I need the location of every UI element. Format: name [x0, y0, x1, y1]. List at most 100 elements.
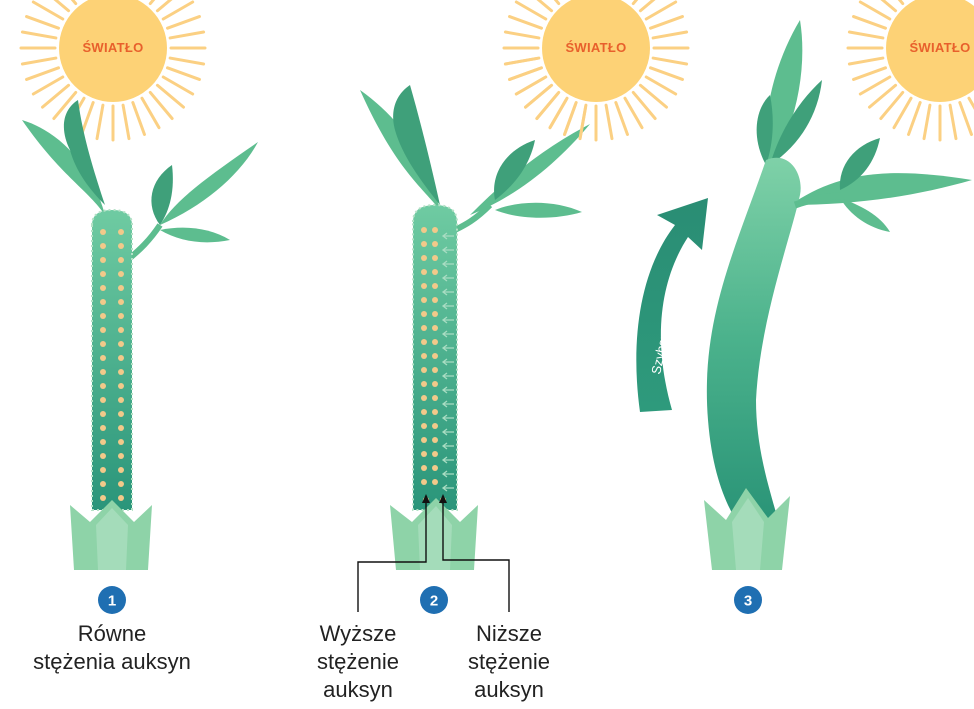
auxin-dot	[432, 241, 438, 247]
auxin-dot	[100, 229, 106, 235]
sun-ray	[163, 2, 192, 19]
auxin-dot	[100, 439, 106, 445]
auxin-dot	[100, 425, 106, 431]
auxin-dot	[118, 313, 124, 319]
sun-label-1: ŚWIATŁO	[82, 40, 143, 55]
sun-ray	[849, 32, 882, 38]
sun-ray	[142, 98, 159, 127]
sun-ray	[537, 94, 558, 119]
sun-ray	[33, 77, 62, 94]
auxin-dot	[118, 411, 124, 417]
svg-text:2: 2	[430, 593, 438, 610]
auxin-dot	[432, 283, 438, 289]
sun-ray	[163, 77, 192, 94]
svg-text:3: 3	[744, 593, 752, 610]
auxin-dot	[432, 437, 438, 443]
auxin-dot	[432, 339, 438, 345]
auxin-dot	[100, 243, 106, 249]
sun-3: ŚWIATŁO	[848, 0, 974, 140]
auxin-dot	[432, 297, 438, 303]
sun-ray	[854, 17, 886, 29]
leaf-1-right-c	[160, 228, 230, 243]
auxin-dot	[432, 269, 438, 275]
sun-ray	[653, 58, 686, 64]
stem-1	[92, 210, 132, 510]
auxin-dot	[100, 411, 106, 417]
auxin-dot	[100, 397, 106, 403]
sun-ray	[651, 68, 683, 80]
badge-2: 2	[420, 586, 448, 614]
leaf-2-right-c	[495, 203, 582, 218]
auxin-dot	[118, 271, 124, 277]
sun-ray	[168, 68, 200, 80]
auxin-dot	[421, 409, 427, 415]
sun-ray	[651, 17, 683, 29]
auxin-dot	[100, 481, 106, 487]
sun-label-3: ŚWIATŁO	[909, 40, 970, 55]
auxin-dot	[421, 339, 427, 345]
auxin-dot	[421, 297, 427, 303]
auxin-dot	[100, 313, 106, 319]
auxin-dot	[118, 243, 124, 249]
caption-2-right-line-1: Niższe	[476, 621, 542, 646]
sun-ray	[894, 98, 911, 127]
sun-ray	[133, 103, 145, 135]
sun-ray	[924, 105, 930, 138]
auxin-dot	[432, 451, 438, 457]
sun-1: ŚWIATŁO	[21, 0, 205, 140]
sun-ray	[909, 103, 921, 135]
sun-ray	[625, 98, 642, 127]
auxin-dot	[100, 271, 106, 277]
sun-label-2: ŚWIATŁO	[565, 40, 626, 55]
auxin-dot	[421, 353, 427, 359]
auxin-dot	[421, 311, 427, 317]
auxin-dot	[118, 439, 124, 445]
stem-3	[707, 158, 801, 520]
auxin-dot	[118, 453, 124, 459]
auxin-dot	[421, 241, 427, 247]
sun-ray	[526, 87, 551, 108]
leaf-2-right-a	[470, 124, 590, 215]
sun-ray	[505, 32, 538, 38]
auxin-dot	[421, 465, 427, 471]
caption-2-left-line-3: auksyn	[323, 677, 393, 702]
sun-ray	[97, 105, 103, 138]
auxin-dot	[421, 381, 427, 387]
sun-ray	[123, 105, 129, 138]
sun-ray	[969, 98, 974, 127]
auxin-dot	[421, 227, 427, 233]
auxin-dot	[432, 255, 438, 261]
auxin-dot	[118, 229, 124, 235]
auxin-dot	[421, 269, 427, 275]
sun-ray	[168, 17, 200, 29]
auxin-dot	[100, 383, 106, 389]
sun-ray	[33, 2, 62, 19]
auxin-dot	[100, 453, 106, 459]
sun-ray	[510, 17, 542, 29]
sun-ray	[516, 78, 544, 94]
sun-ray	[565, 104, 576, 134]
auxin-dot	[100, 495, 106, 501]
sun-ray	[860, 2, 889, 19]
sun-ray	[27, 17, 59, 29]
auxin-dot	[118, 383, 124, 389]
auxin-dot	[432, 311, 438, 317]
auxin-dot	[421, 451, 427, 457]
auxin-dot	[421, 255, 427, 261]
sun-ray	[22, 32, 55, 38]
auxin-dot	[432, 227, 438, 233]
sun-ray	[960, 103, 972, 135]
auxin-dot	[100, 341, 106, 347]
auxin-dot	[100, 467, 106, 473]
svg-text:1: 1	[108, 593, 116, 610]
sun-ray	[854, 68, 886, 80]
panel-3: ŚWIATŁO Szybszy wzrost 3	[636, 0, 974, 614]
auxin-dot	[421, 367, 427, 373]
leaf-1-right-a	[160, 142, 258, 225]
sun-ray	[653, 32, 686, 38]
auxin-dot	[100, 285, 106, 291]
sun-ray	[580, 107, 586, 139]
auxin-dot	[421, 423, 427, 429]
auxin-dot	[432, 325, 438, 331]
leaf-2-branch	[455, 205, 490, 230]
